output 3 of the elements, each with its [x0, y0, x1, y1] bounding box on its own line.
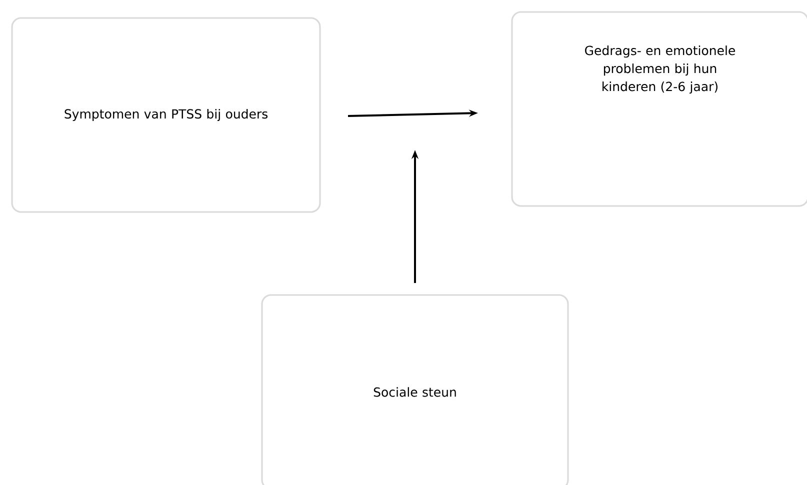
process-box: Gedrags- en emotionele problemen bij hun kinderen (2-6 jaar)	[511, 11, 807, 207]
process-box: Symptomen van PTSS bij ouders	[11, 17, 321, 213]
process-box: Sociale steun	[261, 294, 569, 485]
